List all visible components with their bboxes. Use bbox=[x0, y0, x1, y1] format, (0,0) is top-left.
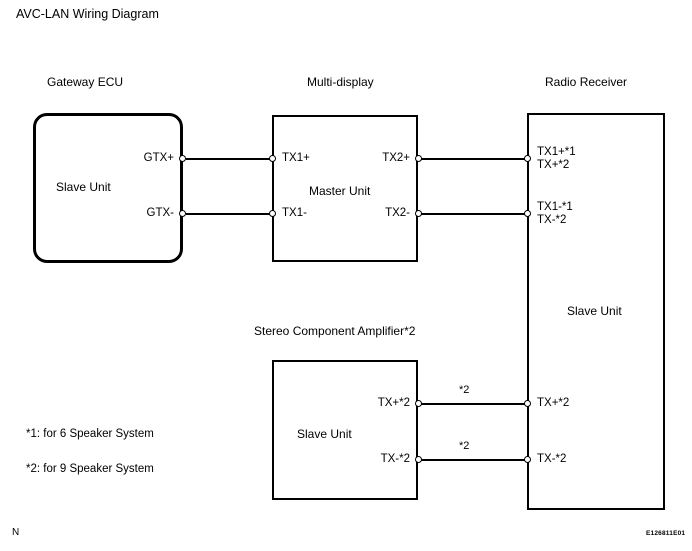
pin-label-display-tx1-plus: TX1+ bbox=[282, 152, 310, 164]
wire-tx2plus-to-radio-tx1plus bbox=[418, 158, 527, 160]
wire-amp-txminus-to-radio-txminus bbox=[418, 459, 527, 461]
wire-gateway-gtxminus-to-tx1minus bbox=[186, 213, 272, 215]
section-header-multi-display: Multi-display bbox=[307, 75, 374, 89]
unit-label-radio-receiver: Slave Unit bbox=[567, 304, 622, 318]
pin-label-radio-terminal-2-line1: TX1-*1 bbox=[537, 201, 573, 213]
block-multi-display bbox=[272, 115, 418, 262]
terminal-radio-tx-minus-2 bbox=[524, 456, 531, 463]
unit-label-gateway: Slave Unit bbox=[56, 180, 111, 194]
pin-label-radio-terminal-4: TX-*2 bbox=[537, 453, 567, 465]
unit-label-stereo-amplifier: Slave Unit bbox=[297, 427, 352, 441]
pin-label-display-tx2-minus: TX2- bbox=[385, 207, 410, 219]
wire-gateway-gtxplus-to-tx1plus bbox=[186, 158, 272, 160]
section-header-stereo-amplifier: Stereo Component Amplifier*2 bbox=[254, 324, 416, 338]
pin-label-gateway-gtx-plus: GTX+ bbox=[143, 152, 174, 164]
terminal-display-tx1-plus bbox=[269, 155, 276, 162]
terminal-gateway-gtx-minus bbox=[179, 210, 186, 217]
pin-label-radio-terminal-2: TX1-*1 TX-*2 bbox=[537, 201, 573, 227]
block-stereo-amplifier bbox=[272, 360, 418, 500]
pin-label-display-tx1-minus: TX1- bbox=[282, 207, 307, 219]
wire-note-amp-minus: *2 bbox=[459, 440, 470, 452]
section-header-gateway-ecu: Gateway ECU bbox=[47, 75, 124, 89]
terminal-gateway-gtx-plus bbox=[179, 155, 186, 162]
pin-label-radio-terminal-2-line2: TX-*2 bbox=[537, 213, 567, 226]
figure-code: E126811E01 bbox=[646, 530, 686, 537]
pin-label-display-tx2-plus: TX2+ bbox=[382, 152, 410, 164]
terminal-display-tx2-minus bbox=[415, 210, 422, 217]
wire-tx2minus-to-radio-tx1minus bbox=[418, 213, 527, 215]
terminal-amp-tx-plus-2 bbox=[415, 400, 422, 407]
pin-label-amp-tx-minus-2: TX-*2 bbox=[380, 453, 410, 465]
block-radio-receiver bbox=[527, 113, 665, 510]
pin-label-radio-terminal-3: TX+*2 bbox=[537, 397, 570, 409]
page-title: AVC-LAN Wiring Diagram bbox=[16, 7, 159, 21]
pin-label-gateway-gtx-minus: GTX- bbox=[146, 207, 174, 219]
pin-label-radio-terminal-1-line2: TX+*2 bbox=[537, 158, 570, 171]
pin-label-radio-terminal-1-line1: TX1+*1 bbox=[537, 146, 576, 158]
corner-mark: N bbox=[12, 527, 20, 538]
pin-label-amp-tx-plus-2: TX+*2 bbox=[377, 397, 410, 409]
footnote-speaker-6: *1: for 6 Speaker System bbox=[26, 428, 154, 440]
section-header-radio-receiver: Radio Receiver bbox=[545, 75, 628, 89]
terminal-display-tx1-minus bbox=[269, 210, 276, 217]
block-gateway-ecu bbox=[33, 113, 183, 263]
unit-label-multi-display: Master Unit bbox=[309, 184, 371, 198]
terminal-amp-tx-minus-2 bbox=[415, 456, 422, 463]
terminal-display-tx2-plus bbox=[415, 155, 422, 162]
terminal-radio-tx1-minus bbox=[524, 210, 531, 217]
terminal-radio-tx1-plus bbox=[524, 155, 531, 162]
footnote-speaker-9: *2: for 9 Speaker System bbox=[26, 463, 154, 475]
pin-label-radio-terminal-1: TX1+*1 TX+*2 bbox=[537, 146, 576, 172]
wire-amp-txplus-to-radio-txplus bbox=[418, 403, 527, 405]
wire-note-amp-plus: *2 bbox=[459, 384, 470, 396]
terminal-radio-tx-plus-2 bbox=[524, 400, 531, 407]
